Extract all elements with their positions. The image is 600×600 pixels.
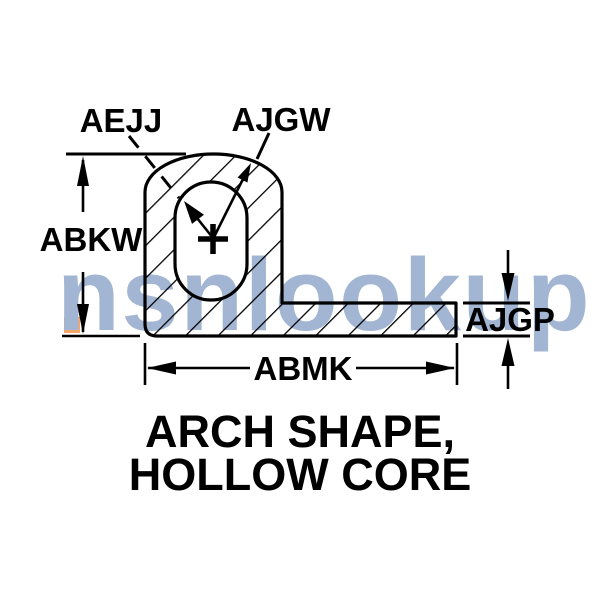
center-mark-cross (198, 224, 228, 254)
width-dimension: ABMK (143, 343, 459, 387)
height-dimension: ABKW (40, 152, 186, 338)
height-label: ABKW (40, 221, 143, 258)
inner-radius-leader-line (127, 135, 181, 199)
flange-down-arrowhead (501, 273, 515, 301)
flange-thickness-dimension: AJGP (463, 250, 555, 389)
arch-cross-section-shape (143, 152, 458, 338)
flange-up-arrowhead (501, 338, 515, 366)
flange-thickness-label: AJGP (465, 301, 555, 338)
inner-radius-arrow (184, 201, 215, 239)
width-label: ABMK (254, 350, 353, 387)
height-top-arrowhead (77, 156, 89, 186)
watermark-accent-square (64, 317, 80, 333)
caption: ARCH SHAPE, HOLLOW CORE (129, 406, 471, 500)
inner-radius-callout: AEJJ (80, 102, 181, 199)
height-bottom-arrowhead (77, 304, 89, 334)
width-right-arrowhead (426, 361, 455, 375)
outer-radius-callout: AJGW (232, 101, 332, 160)
inner-radius-label: AEJJ (80, 102, 163, 139)
outer-radius-label: AJGW (232, 101, 332, 138)
caption-line-1: ARCH SHAPE, (145, 406, 455, 457)
outer-radius-arrow (212, 163, 251, 239)
outer-radius-leader-line (255, 132, 271, 160)
caption-line-2: HOLLOW CORE (129, 449, 471, 500)
width-left-arrowhead (147, 361, 176, 375)
